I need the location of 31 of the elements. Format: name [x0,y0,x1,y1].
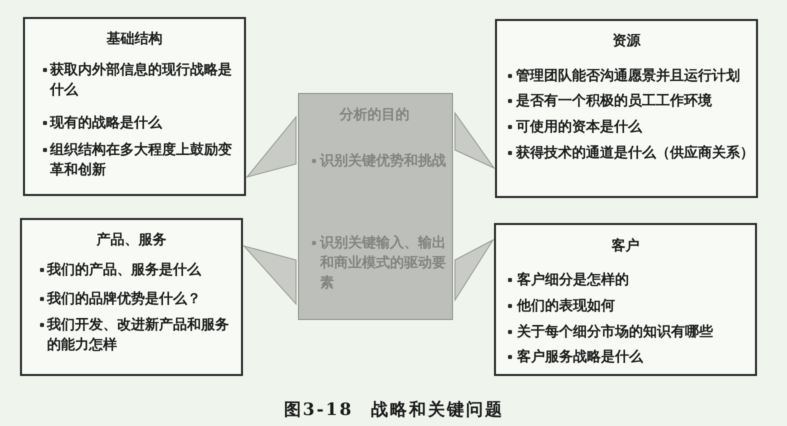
wedge-arrow [454,111,496,170]
box-heading: 基础结构 [106,30,162,49]
bullet-text: 客户细分是怎样的 [517,270,629,290]
box-heading: 资源 [612,32,640,51]
bullet-text: 是否有一个积极的员工工作环境 [516,92,712,111]
wedge-arrow [242,245,296,306]
bullet-text: 我们开发、改进新产品和服务的能力怎样 [47,316,230,355]
bullet-text: 现有的战略是什么 [50,114,162,133]
bullet-text: 获取内外部信息的现行战略是什么 [50,60,233,100]
bullet-text: 客户服务战略是什么 [517,348,643,367]
bullet-text: 识别关键优势和挑战 [320,152,446,171]
wedge-arrow [246,116,296,178]
info-box [495,19,758,198]
bullet-text: 关于每个细分市场的知识有哪些 [517,322,713,342]
bullet-text: 管理团队能否沟通愿景并且运行计划 [516,67,740,86]
bullet-text: 识别关键输入、输出和商业模式的驱动要素 [320,234,447,293]
info-box [20,218,243,376]
summary-box [298,93,453,320]
caption: 图3-18 战略和关键问题 [284,399,504,421]
info-box [494,223,757,376]
box-heading: 客户 [612,236,640,256]
wedge-arrow [454,238,494,302]
box-heading: 分析的目的 [340,106,410,125]
bullet-text: 他们的表现如何 [517,297,615,316]
bullet-text: 可使用的资本是什么 [516,118,642,137]
info-box [23,17,246,196]
box-heading: 产品、服务 [96,231,166,250]
bullet-text: 获得技术的通道是什么（供应商关系） [516,144,754,163]
bullet-text: 我们的品牌优势是什么？ [47,290,201,309]
bullet-text: 我们的产品、服务是什么 [47,261,201,280]
bullet-text: 组织结构在多大程度上鼓励变革和创新 [50,140,233,180]
